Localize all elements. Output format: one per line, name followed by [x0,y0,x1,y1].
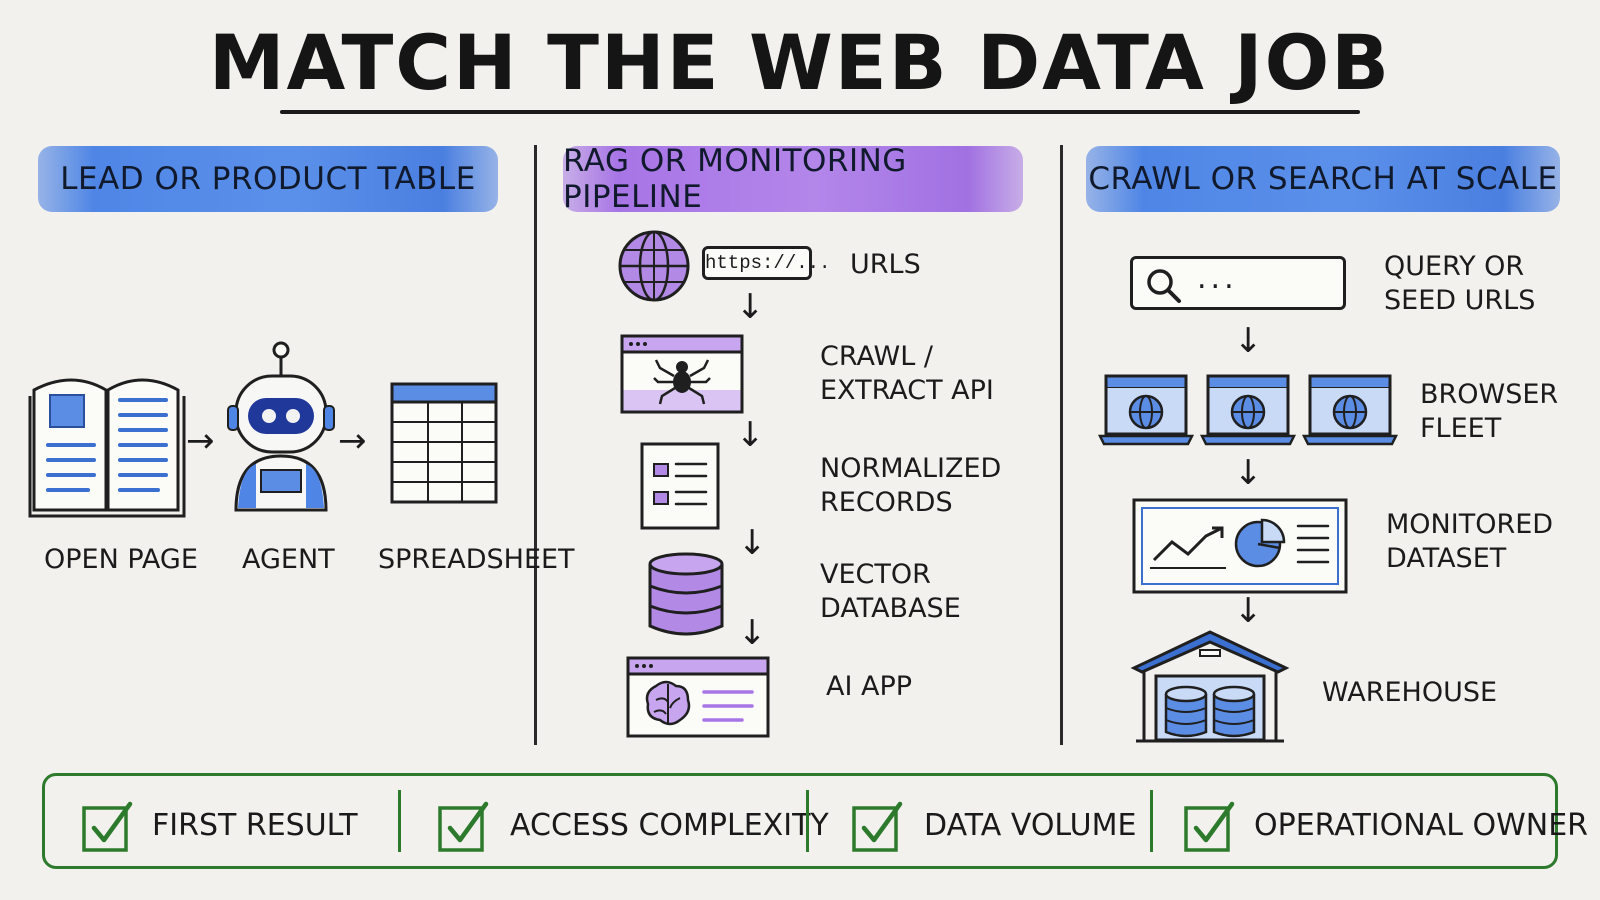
banner-lead-or-product-table: LEAD OR PRODUCT TABLE [38,146,498,212]
arrow-down-icon: ↓ [1234,591,1263,631]
laptop-browser-icon [1199,374,1297,446]
arrow-down-icon: ↓ [738,523,767,563]
step-label-crawl-extract-api: CRAWL /EXTRACT API [820,341,994,406]
banner-crawl-or-search-at-scale: CRAWL OR SEARCH AT SCALE [1086,146,1560,212]
arrow-down-icon: ↓ [738,613,767,653]
checkbox-checked-icon [82,801,133,852]
spreadsheet-icon [390,382,498,504]
arrow-down-icon: ↓ [1234,453,1263,493]
step-label-ai-app: AI APP [826,671,913,702]
robot-agent-icon [227,341,335,512]
criterion-data-volume: DATA VOLUME [924,808,1137,843]
warehouse-icon [1130,630,1290,743]
criteria-divider [806,790,809,852]
criteria-divider [1150,790,1153,852]
laptop-browser-icon [1097,374,1195,446]
step-label-urls: URLS [850,249,921,280]
normalized-records-icon [640,442,720,530]
banner-rag-or-monitoring-pipeline: RAG OR MONITORING PIPELINE [563,143,1023,215]
step-label-agent: AGENT [242,544,335,575]
laptop-browser-icon [1301,374,1399,446]
step-label-open-page: OPEN PAGE [44,544,198,575]
step-label-spreadsheet: SPREADSHEET [378,544,575,575]
arrow-down-icon: ↓ [736,287,765,327]
column-divider [534,145,537,745]
column-divider [1060,145,1063,745]
arrow-right-icon: → [186,421,215,461]
url-badge: https://... [702,246,830,280]
title-underline [280,110,1360,114]
criterion-access-complexity: ACCESS COMPLEXITY [510,808,829,843]
criterion-first-result: FIRST RESULT [152,808,358,843]
checkbox-checked-icon [852,801,903,852]
search-placeholder: ... [1197,261,1238,296]
arrow-down-icon: ↓ [1234,321,1263,361]
page-title: MATCH THE WEB DATA JOB [208,18,1392,107]
arrow-right-icon: → [338,421,367,461]
checkbox-checked-icon [1184,801,1235,852]
step-label-warehouse: WAREHOUSE [1322,677,1498,708]
crawl-api-window-icon [620,334,744,414]
ai-app-window-icon [626,656,770,738]
search-input[interactable]: ... [1130,256,1346,310]
open-book-icon [28,378,186,518]
globe-icon [618,230,690,302]
criteria-divider [398,790,401,852]
criterion-operational-owner: OPERATIONAL OWNER [1254,808,1588,843]
dashboard-monitor-icon [1132,498,1348,594]
arrow-down-icon: ↓ [736,415,765,455]
checkbox-checked-icon [438,801,489,852]
vector-database-icon [648,552,724,636]
search-icon [1147,269,1181,303]
criteria-bar [42,773,1558,869]
